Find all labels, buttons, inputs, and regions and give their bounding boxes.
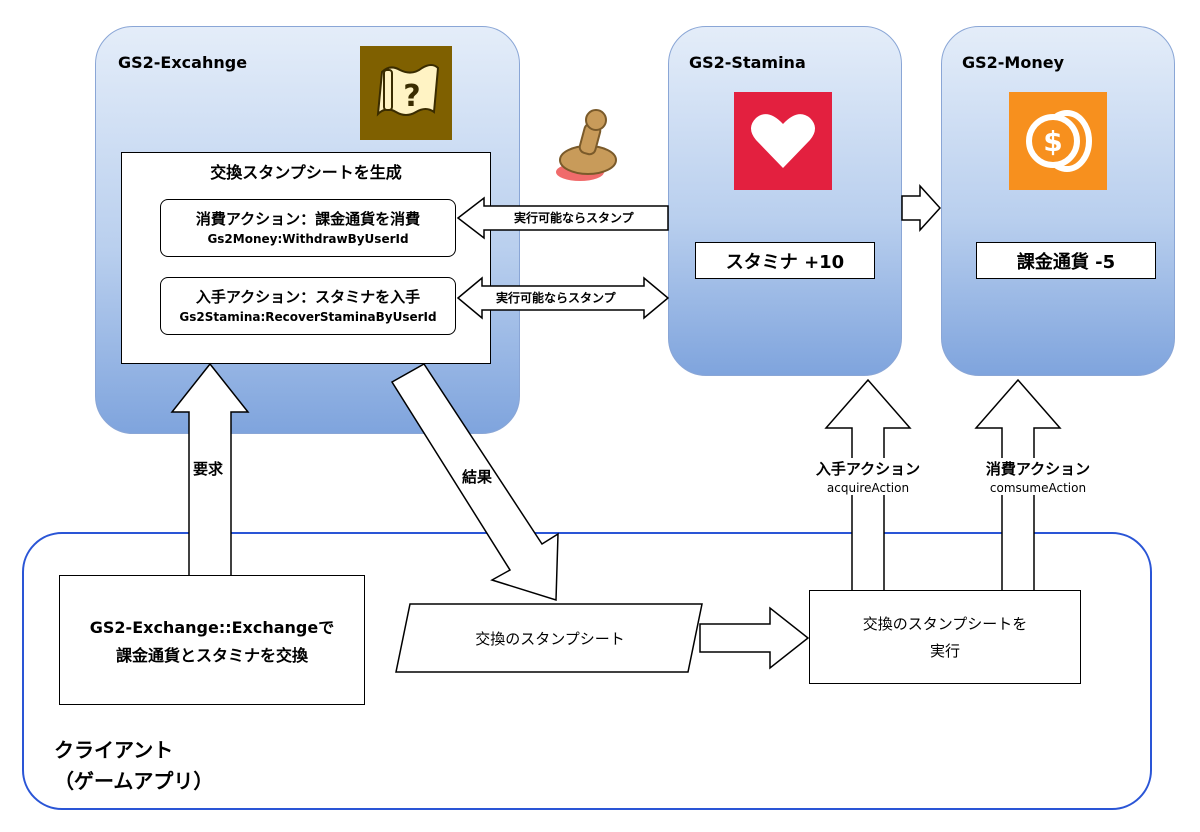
consume-sub-label: comsumeAction (989, 481, 1087, 495)
money-service-title: GS2-Money (962, 53, 1065, 72)
execute-line2: 実行 (929, 642, 960, 660)
client-label: クライアント （ゲームアプリ） (54, 734, 213, 794)
stamina-to-money-arrow (901, 184, 942, 232)
acquire-label-group: 入手アクション acquireAction (798, 458, 938, 495)
exchange-request-line1: GS2-Exchange::Exchangeで (89, 618, 335, 637)
sheet-to-execute-arrow (699, 606, 810, 670)
svg-text:?: ? (403, 79, 420, 114)
consume-action-title: 消費アクション：課金通貨を消費 (195, 210, 421, 228)
client-label-line2: （ゲームアプリ） (54, 769, 214, 793)
stamp-sheet-shape (395, 603, 703, 673)
consume-action-api: Gs2Money:WithdrawByUserId (207, 232, 409, 246)
money-value-box: 課金通貨 -5 (976, 242, 1156, 279)
stamina-service-container: GS2-Stamina (668, 26, 902, 376)
svg-text:$: $ (1043, 125, 1062, 158)
request-label: 要求 (193, 460, 224, 478)
acquire-action-api: Gs2Stamina:RecoverStaminaByUserId (179, 310, 437, 324)
stamina-value-box: スタミナ +10 (695, 242, 875, 279)
acquire-action-title: 入手アクション：スタミナを入手 (195, 288, 421, 306)
stamp-sheet-label: 交換のスタンプシート (475, 630, 625, 648)
client-label-line1: クライアント (54, 738, 174, 762)
execute-stamp-sheet-box: 交換のスタンプシートを 実行 (809, 590, 1081, 684)
map-question-icon: ? (360, 46, 452, 140)
exchange-request-line2: 課金通貨とスタミナを交換 (115, 646, 308, 665)
exchange-service-title: GS2-Excahnge (118, 53, 248, 72)
stamp-label-bottom: 実行可能ならスタンプ (496, 291, 616, 305)
stamp-arrow-top (456, 196, 669, 240)
panel-title: 交換スタンプシートを生成 (210, 163, 402, 182)
stamp-sheet-generation-panel: 交換スタンプシートを生成 消費アクション：課金通貨を消費 Gs2Money:Wi… (121, 152, 491, 364)
consume-label-group: 消費アクション comsumeAction (968, 458, 1108, 495)
request-arrow (170, 362, 250, 577)
heart-icon (734, 92, 832, 190)
money-service-container: GS2-Money (941, 26, 1175, 376)
stamp-label-top: 実行可能ならスタンプ (514, 211, 634, 225)
coin-icon: $ (1009, 92, 1107, 190)
acquire-action-box: 入手アクション：スタミナを入手 Gs2Stamina:RecoverStamin… (160, 277, 456, 335)
execute-line1: 交換のスタンプシートを (862, 615, 1028, 633)
stamp-arrow-bottom (456, 276, 670, 320)
acquire-label: 入手アクション (815, 460, 921, 478)
exchange-request-box: GS2-Exchange::Exchangeで 課金通貨とスタミナを交換 (59, 575, 365, 705)
acquire-sub-label: acquireAction (826, 481, 910, 495)
consume-action-box: 消費アクション：課金通貨を消費 Gs2Money:WithdrawByUserI… (160, 199, 456, 257)
stamp-icon (552, 106, 624, 188)
result-arrow (390, 363, 559, 602)
result-label: 結果 (462, 468, 493, 486)
stamina-service-title: GS2-Stamina (689, 53, 806, 72)
consume-label: 消費アクション (985, 460, 1091, 478)
